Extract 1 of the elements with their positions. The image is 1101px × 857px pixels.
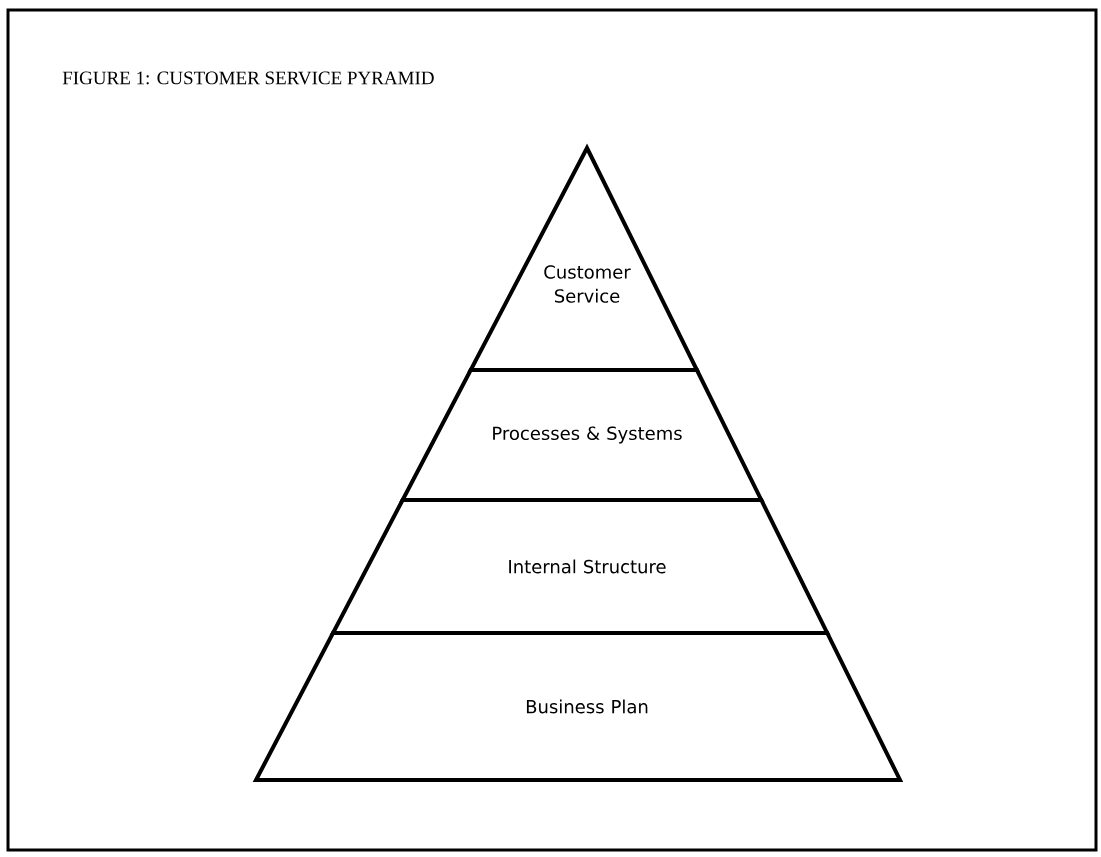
- figure-title: FIGURE 1: CUSTOMER SERVICE PYRAMID: [62, 71, 434, 85]
